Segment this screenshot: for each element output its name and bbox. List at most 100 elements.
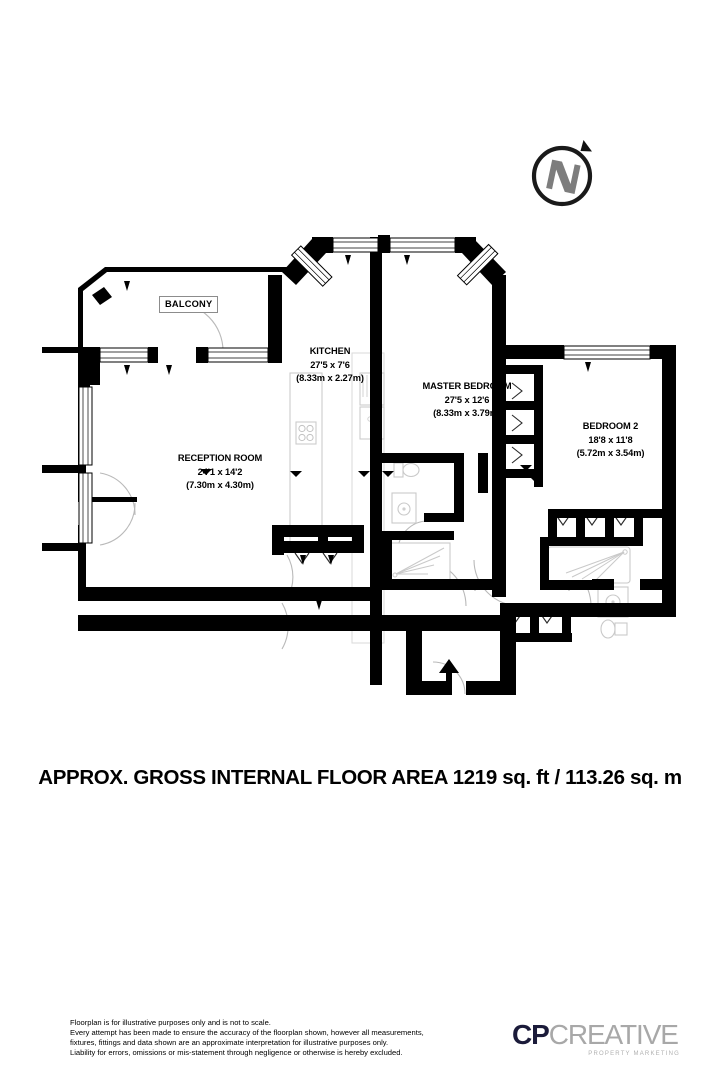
balcony-outer-wall: [78, 267, 301, 502]
bath-spray-icon: [565, 549, 628, 581]
wall-segment: [42, 543, 86, 551]
wall-outer-south: [406, 615, 516, 631]
wall-segment: [42, 347, 86, 385]
wall-bathroom-right-lower: [424, 513, 464, 522]
wall-segment: [352, 525, 364, 553]
wall-cupboard-divider: [530, 607, 539, 641]
entrance-arrow-icon: [439, 659, 459, 695]
compass-needle-icon: [580, 140, 592, 152]
brand-wordmark: CPCREATIVE: [512, 1020, 682, 1050]
wc-cistern-icon: [614, 622, 628, 636]
wall-wardrobe-bottom: [548, 537, 643, 546]
room-dimensions-metric: (8.33m x 3.79m): [433, 408, 501, 419]
hob-icon: [295, 421, 317, 445]
wall-wardrobe-divider: [576, 509, 585, 545]
wall-mullion: [196, 347, 208, 363]
disclaimer-text: Floorplan is for illustrative purposes o…: [70, 1018, 500, 1058]
window: [563, 345, 651, 360]
wall-segment: [492, 275, 506, 353]
compass-ring-icon: [531, 145, 593, 207]
wall-segment: [478, 453, 488, 493]
compass-north-letter-icon: [546, 159, 581, 194]
wall-bathroom-left: [382, 531, 392, 589]
opening-markers: [124, 255, 676, 610]
room-name: KITCHEN: [309, 346, 351, 356]
footer: Floorplan is for illustrative purposes o…: [0, 1006, 720, 1080]
north-compass: [528, 138, 600, 210]
wall-segment: [268, 275, 282, 353]
wall-mullion: [318, 525, 328, 547]
wall-segment: [472, 579, 502, 590]
windows: [78, 237, 651, 544]
brand-tagline: PROPERTY MARKETING: [588, 1051, 680, 1057]
wall-bathroom-top: [382, 453, 464, 463]
wall-wardrobe-divider: [506, 401, 542, 410]
wall-segment: [272, 541, 358, 553]
wall-wardrobe-divider: [506, 469, 542, 478]
room-label-balcony: BALCONY: [159, 296, 219, 313]
room-dimensions-imperial: 27'5 x 7'6: [310, 359, 350, 370]
room-dimensions-metric: (5.72m x 3.54m): [576, 448, 645, 459]
room-dimensions-metric: (8.33m x 2.27m): [296, 373, 364, 384]
shower-tray-icon: [389, 542, 451, 582]
window: [332, 237, 379, 253]
room-dimensions-imperial: 27'5 x 12'6: [444, 394, 490, 405]
window: [78, 472, 93, 544]
wall-segment: [592, 579, 614, 590]
wall-cupboard-bottom: [500, 633, 572, 642]
window: [99, 347, 149, 363]
floorplan-drawing: [0, 225, 720, 725]
wall-bathroom-right: [454, 453, 464, 519]
wall-segment: [42, 465, 86, 473]
wall-central-spine: [370, 237, 382, 685]
window: [78, 386, 93, 466]
kitchen-counter-run: [289, 372, 323, 546]
wall-segment: [348, 587, 370, 601]
room-dimensions-imperial: 24'1 x 14'2: [197, 466, 243, 477]
disclaimer-line-4: Liability for errors, omissions or mis-s…: [70, 1047, 403, 1057]
wall-mullion: [148, 347, 158, 363]
brand-name-light: CREATIVE: [548, 1019, 679, 1050]
wall-segment: [640, 579, 676, 590]
room-label-kitchen: KITCHEN 27'5 x 7'6 (8.33m x 2.27m): [265, 345, 395, 386]
wall-bathroom-bottom: [382, 579, 472, 590]
room-label-bedroom-2: BEDROOM 2 18'8 x 11'8 (5.72m x 3.54m): [528, 420, 693, 461]
wc-pan-icon: [402, 462, 420, 478]
wall-entrance-right: [500, 603, 516, 695]
wall-segment: [78, 525, 86, 601]
wall-wardrobe-divider: [634, 509, 643, 545]
wall-segment: [268, 347, 282, 363]
room-dimensions-imperial: 18'8 x 11'8: [588, 434, 633, 445]
disclaimer-line-3: fixtures, fittings and data shown are an…: [70, 1037, 389, 1047]
page-title: APPROX. GROSS INTERNAL FLOOR AREA 1219 s…: [38, 766, 682, 789]
shower-spray-icon: [392, 547, 445, 578]
room-dimensions-metric: (7.30m x 4.30m): [186, 480, 254, 491]
wall-entrance-left: [406, 615, 422, 695]
wall-outer-south: [78, 615, 418, 631]
disclaimer-line-1: Floorplan is for illustrative purposes o…: [70, 1018, 271, 1027]
walls: [42, 235, 676, 695]
wall-entrance-sill: [406, 681, 446, 695]
disclaimer-line-2: Every attempt has been made to ensure th…: [70, 1027, 424, 1037]
wc-pan-icon: [600, 619, 616, 639]
window: [290, 245, 333, 287]
wall-wardrobe-side: [548, 509, 557, 545]
room-name: RECEPTION ROOM: [177, 453, 263, 463]
brand-name-bold: CP: [512, 1019, 550, 1050]
wall-cupboard-divider: [562, 607, 571, 641]
wc-cistern-icon: [393, 462, 404, 478]
window: [207, 347, 269, 363]
window: [389, 237, 456, 253]
room-name: MASTER BEDROOM: [422, 381, 512, 391]
room-label-master-bedroom: MASTER BEDROOM 27'5 x 12'6 (8.33m x 3.79…: [382, 380, 552, 421]
wall-south: [78, 587, 348, 601]
wall-wardrobe-divider: [506, 365, 542, 374]
main-bathroom-fixtures: [389, 462, 451, 582]
window: [456, 243, 499, 286]
wall-wardrobe-back: [534, 365, 543, 487]
room-label-reception-room: RECEPTION ROOM 24'1 x 14'2 (7.30m x 4.30…: [140, 452, 300, 493]
room-name: BEDROOM 2: [582, 421, 639, 431]
hob-burners: [298, 424, 314, 442]
wall-entrance-sill: [466, 681, 516, 695]
wall-wardrobe-divider: [506, 435, 542, 444]
